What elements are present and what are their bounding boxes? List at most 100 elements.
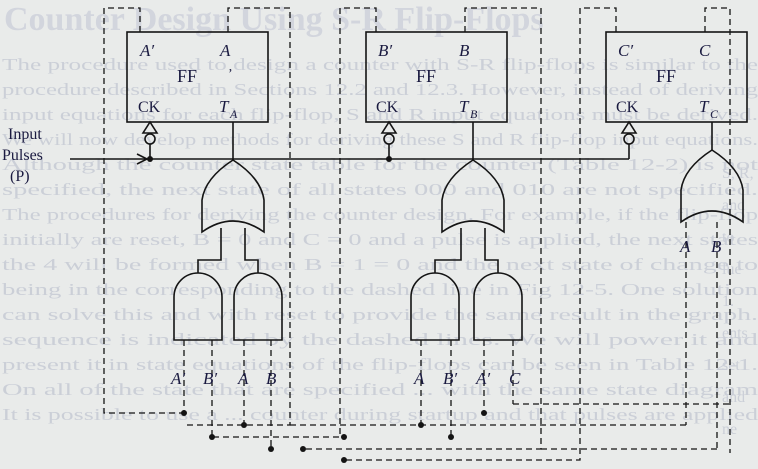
and1-input-a-prime: A′	[170, 369, 185, 388]
flipflop-b-qbar-label: B′	[378, 41, 392, 60]
flipflop-a-qbar-label: A′	[139, 41, 154, 60]
feedback-wiring	[103, 7, 731, 461]
flipflop-c: C′ C FF CK T C	[605, 31, 748, 123]
background-paragraph-line: the 4 will be formed when B = 1 = 0 and …	[2, 255, 758, 274]
wire-b	[303, 7, 542, 450]
and4-input-a-prime: A′	[475, 369, 490, 388]
flipflop-a-clock-triangle	[141, 120, 159, 134]
flipflop-b-t-sub: B	[470, 107, 478, 121]
flipflop-c-qbar-label: C′	[618, 41, 633, 60]
background-paragraph-line: It is possible to use a ... counter duri…	[2, 405, 758, 424]
junction-dot	[209, 434, 215, 440]
flipflop-b-ff-label: FF	[416, 66, 436, 86]
input-label-line3: (P)	[10, 168, 30, 185]
wire-c-prime	[344, 7, 617, 461]
background-margin-fragment: and	[722, 197, 745, 214]
or-gate-tc	[680, 149, 744, 224]
junction-dot	[181, 410, 187, 416]
wire-a-prime	[103, 7, 184, 414]
junction-dot	[241, 422, 247, 428]
background-margin-fragment: and	[722, 389, 745, 406]
wire-and2-to-or	[244, 228, 259, 273]
and1-input-b-prime: B′	[203, 369, 217, 388]
background-margin-fragment: ents	[722, 325, 748, 342]
and2-input-b: B	[266, 369, 277, 388]
wire-c	[704, 7, 731, 453]
or-gate-tb	[441, 159, 505, 234]
background-paragraph-line: The procedures for deriving the counter …	[2, 205, 758, 224]
clock-junction-a	[147, 156, 153, 162]
flipflop-c-q-label: C	[699, 41, 711, 60]
wire-b-prime	[212, 7, 377, 438]
junction-dot	[268, 446, 274, 452]
background-paragraph-line: present it in state equations of the fli…	[2, 355, 758, 374]
background-margin-fragment: 1.	[722, 293, 734, 310]
and-gate-2	[233, 272, 283, 341]
logic-gates	[173, 122, 744, 341]
bus-junctions	[181, 410, 487, 463]
junction-dot	[448, 434, 454, 440]
flipflop-c-t-sub: C	[710, 107, 719, 121]
flipflop-b: B′ B FF CK T B	[365, 31, 508, 123]
junction-dot	[481, 410, 487, 416]
background-paragraph-line: can solve this and with reset to provide…	[2, 305, 758, 324]
junction-dot	[300, 446, 306, 452]
and-gate-1	[173, 272, 223, 341]
flipflop-b-ck-label: CK	[376, 99, 399, 116]
flipflop-b-q-label: B	[459, 41, 470, 60]
flipflop-a-t-label: T	[219, 97, 230, 116]
wire-a	[184, 7, 291, 426]
input-label-line1: Input	[8, 126, 42, 143]
flipflop-c-box	[605, 31, 748, 123]
background-paragraph-line: We will now develop methods for deriving…	[2, 130, 758, 149]
background-paragraph-line: sequence is indicated by the dashed line…	[2, 330, 758, 349]
and-gate-4	[473, 272, 523, 341]
background-paragraph-line: The procedure used to design a counter w…	[2, 55, 758, 74]
flipflop-c-ff-label: FF	[656, 66, 676, 86]
wire-and1-to-or	[197, 228, 222, 273]
and-gate-3	[410, 272, 460, 341]
background-paragraph-line: being in the corresponding to the dashed…	[2, 280, 758, 299]
flipflop-a-q-label: A	[219, 41, 231, 60]
background-paragraph-line: On all of the state that are specified .…	[2, 380, 758, 399]
junction-dot	[341, 434, 347, 440]
flipflop-c-clock-triangle	[620, 120, 638, 134]
clock-junction-b	[386, 156, 392, 162]
wire-and4-to-or	[484, 228, 499, 273]
flipflop-b-box	[365, 31, 508, 123]
flipflop-a-tick: ’	[228, 67, 233, 82]
background-paragraph-line: specified, the next state of all states …	[2, 180, 758, 199]
junction-dot	[341, 457, 347, 463]
flipflop-b-clock-triangle	[380, 120, 398, 134]
background-margin-fragment: set	[722, 357, 740, 374]
flipflop-b-t-label: T	[459, 97, 470, 116]
and3-input-a: A	[413, 369, 425, 388]
background-text: Counter Design Using S-R Flip-Flops The …	[2, 1, 758, 438]
input-label-line2: Pulses	[2, 147, 43, 164]
and3-input-b-prime: B′	[443, 369, 457, 388]
flipflop-a: A′ A ’ FF CK T A	[126, 31, 269, 123]
and4-input-c: C	[509, 369, 521, 388]
orc-input-a: A	[679, 237, 691, 256]
flipflop-c-t-label: T	[699, 97, 710, 116]
background-paragraph-line: initially are reset, B = 0 and C = 0 and…	[2, 230, 758, 249]
background-paragraph: The procedure used to design a counter w…	[2, 55, 758, 424]
flipflop-a-ck-label: CK	[138, 99, 161, 116]
wire-and3-to-or	[434, 228, 462, 273]
orc-input-b: B	[711, 237, 722, 256]
flipflop-a-ff-label: FF	[177, 66, 197, 86]
flipflop-a-box	[126, 31, 269, 123]
flipflop-a-t-sub: A	[229, 107, 238, 121]
flipflop-c-ck-label: CK	[616, 99, 639, 116]
background-paragraph-line: procedure described in Sections 12.2 and…	[2, 80, 758, 99]
background-margin-fragment: lue	[722, 261, 742, 278]
junction-dot	[418, 422, 424, 428]
background-paragraph-line: Although the counter state table for the…	[2, 155, 758, 174]
background-paragraph-line: input equations for each flip-flop, S an…	[2, 105, 758, 124]
and2-input-a: A	[237, 369, 249, 388]
gate-input-labels: A′ B′ A B A B′ A′ C A B	[170, 237, 722, 388]
background-margin-fragment: to	[722, 229, 734, 246]
